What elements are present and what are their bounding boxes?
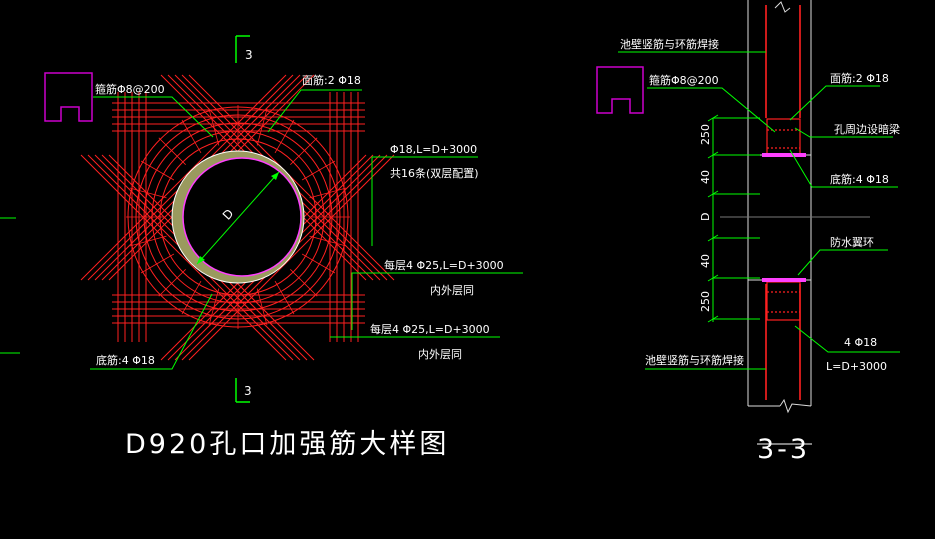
label-layer-bar-2: 每层4 Φ25,L=D+3000 xyxy=(370,322,490,336)
label-diag-bar: Φ18,L=D+3000 xyxy=(390,143,477,156)
section-mark-top: 3 xyxy=(235,35,253,63)
label-bottom-bar: 底筋:4 Φ18 xyxy=(96,353,155,367)
label-face-bar: 面筋:2 Φ18 xyxy=(302,73,361,87)
label-face-bar-right: 面筋:2 Φ18 xyxy=(830,71,889,85)
dimension-chain xyxy=(707,114,760,323)
label-layer-bar-1: 每层4 Φ25,L=D+3000 xyxy=(384,258,504,272)
waterstop-bottom xyxy=(762,278,806,282)
section-mark-bottom: 3 xyxy=(235,378,252,403)
svg-text:3: 3 xyxy=(244,384,252,398)
label-bars-length: L=D+3000 xyxy=(826,360,887,373)
label-layer-bar-1-note: 内外层同 xyxy=(430,283,474,297)
label-stirrup: 箍筋Φ8@200 xyxy=(95,82,165,96)
leaders-right xyxy=(618,51,900,370)
label-beam: 孔周边设暗梁 xyxy=(834,122,900,136)
edge-marks xyxy=(0,217,20,354)
label-wall-bar-bottom: 池壁竖筋与环筋焊接 xyxy=(645,353,744,367)
dim-40-bottom: 40 xyxy=(699,254,712,268)
label-bars: 4 Φ18 xyxy=(844,336,877,349)
label-wall-bar-top: 池壁竖筋与环筋焊接 xyxy=(620,37,719,51)
label-layer-bar-2-note: 内外层同 xyxy=(418,347,462,361)
label-waterstop: 防水翼环 xyxy=(830,235,874,249)
label-bottom-bar-right: 底筋:4 Φ18 xyxy=(830,172,889,186)
rebar-cage xyxy=(80,74,395,361)
svg-text:3: 3 xyxy=(245,48,253,62)
tag-box-left xyxy=(44,72,93,122)
detail-left-title: D920孔口加强筋大样图 xyxy=(125,429,449,460)
waterstop-top xyxy=(762,153,806,157)
detail-right: 250 40 D 40 250 池壁竖筋与环筋焊接 箍筋Φ8@200 面筋:2 … xyxy=(596,0,900,465)
leaders-left xyxy=(90,89,523,370)
dim-40-top: 40 xyxy=(699,170,712,184)
dim-250-top: 250 xyxy=(699,124,712,145)
dim-D: D xyxy=(699,213,712,221)
label-stirrup-right: 箍筋Φ8@200 xyxy=(649,73,719,87)
label-diag-bar-count: 共16条(双层配置) xyxy=(390,166,479,180)
detail-left: D 3 3 箍筋Φ8@200 面筋:2 Φ18 Φ18,L=D+3000 共16… xyxy=(44,35,523,460)
tag-box-right xyxy=(596,66,644,114)
diameter-line xyxy=(196,171,280,265)
dim-250-bottom: 250 xyxy=(699,291,712,312)
detail-right-title: 3-3 xyxy=(757,434,810,465)
